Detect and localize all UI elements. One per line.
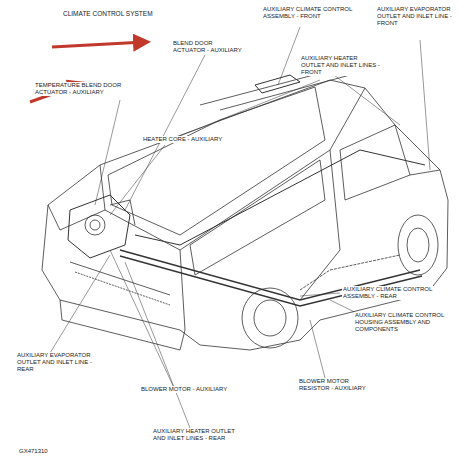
part-label: AUXILIARY CLIMATE CONTROL HOUSING ASSEMB…	[354, 312, 446, 333]
part-label: AUXILIARY CLIMATE CONTROL ASSEMBLY - FRO…	[262, 6, 364, 20]
part-label: AUXILIARY HEATER OUTLET AND INLET LINES …	[152, 428, 248, 442]
part-label: AUXILIARY HEATER OUTLET AND INLET LINES …	[300, 55, 382, 76]
figure-code: GX471310	[18, 448, 49, 455]
part-label: AUXILIARY EVAPORATOR OUTLET AND INLET LI…	[376, 6, 470, 27]
part-label: AUXILIARY CLIMATE CONTROL ASSEMBLY - REA…	[342, 286, 444, 300]
part-label: TEMPERATURE BLEND DOOR ACTUATOR - AUXILI…	[34, 82, 124, 96]
diagram-title: CLIMATE CONTROL SYSTEM	[62, 10, 154, 17]
part-label: AUXILIARY EVAPORATOR OUTLET AND INLET LI…	[16, 352, 108, 373]
part-label: BLEND DOOR ACTUATOR - AUXILIARY	[172, 40, 246, 54]
part-label: BLOWER MOTOR - AUXILIARY	[140, 386, 228, 393]
part-label: BLOWER MOTOR RESISTOR - AUXILIARY	[298, 378, 372, 392]
part-label: HEATER CORE - AUXILIARY	[142, 136, 223, 143]
